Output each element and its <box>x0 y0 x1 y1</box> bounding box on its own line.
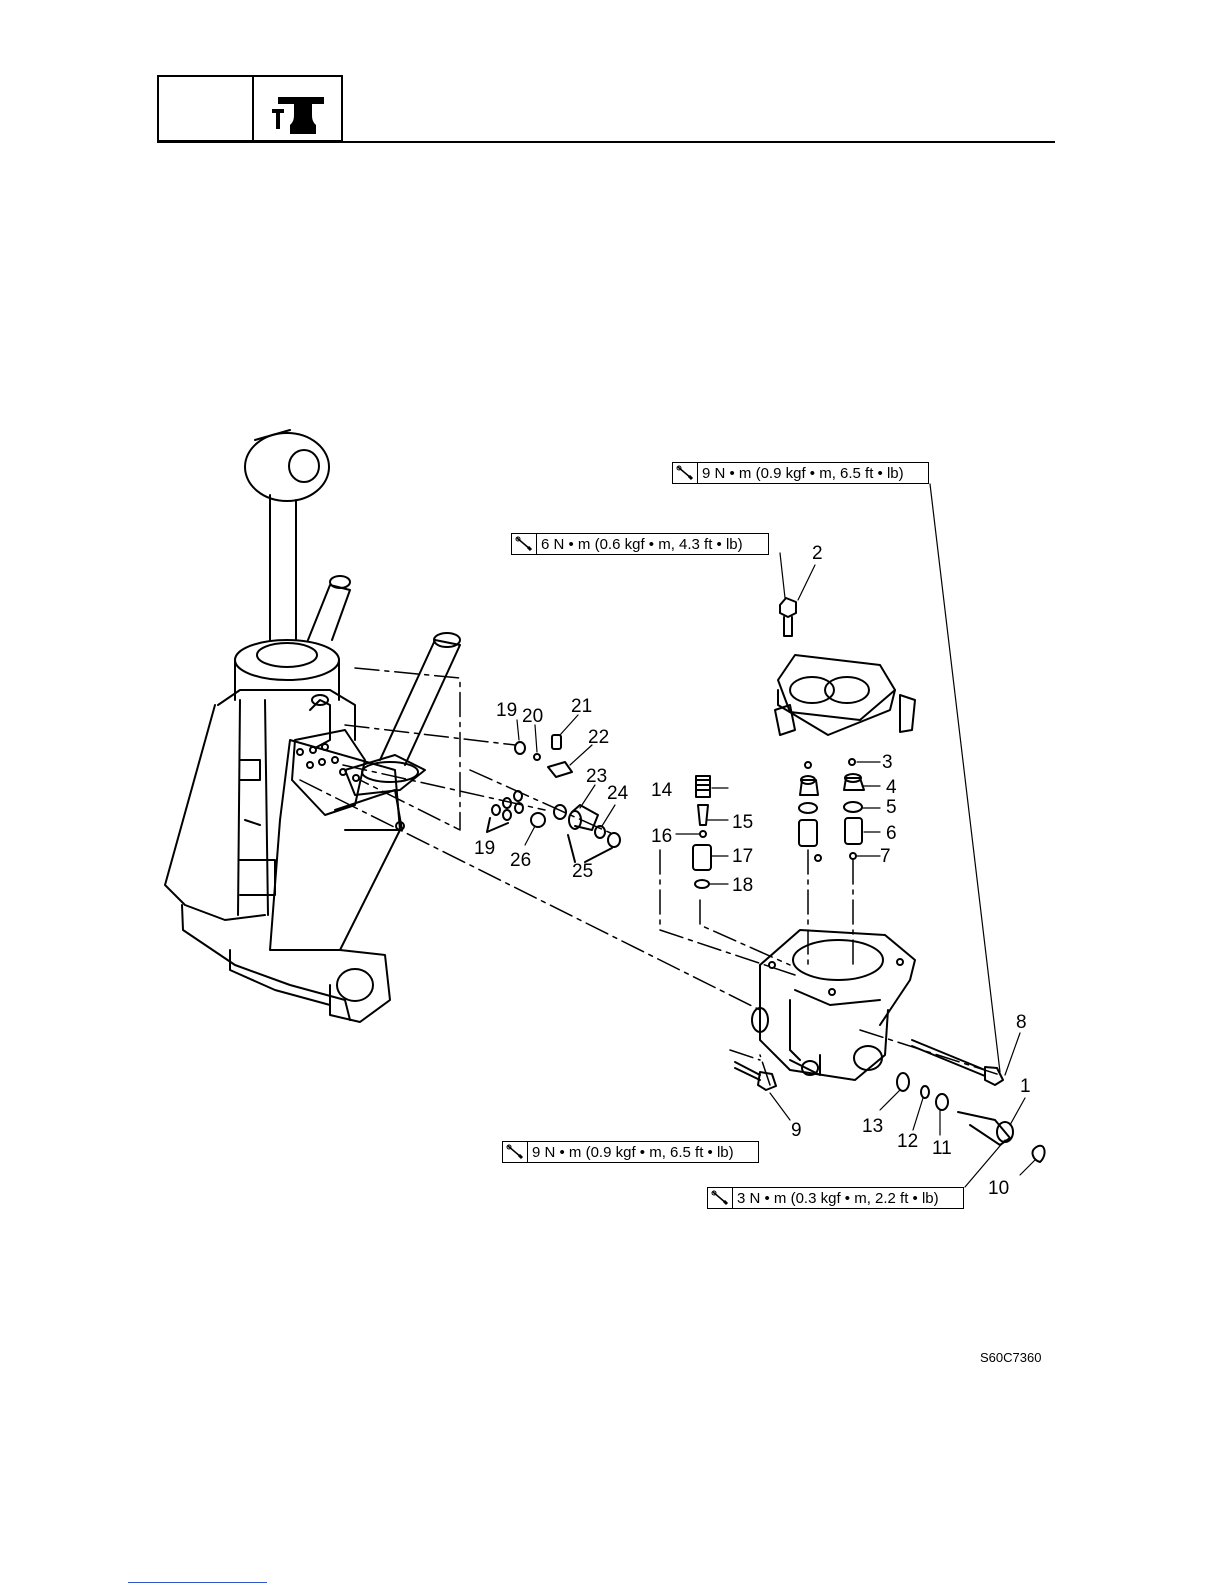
steering-bracket-illustration <box>165 633 460 1022</box>
torque-spec-text: 9 N • m (0.9 kgf • m, 6.5 ft • lb) <box>532 1144 739 1161</box>
callout-6: 6 <box>886 824 897 843</box>
leader-lines <box>517 484 1035 1187</box>
callout-25: 25 <box>572 862 593 881</box>
bolt-9 <box>735 1062 776 1090</box>
callout-1: 1 <box>1020 1077 1031 1096</box>
callout-21: 21 <box>571 697 592 716</box>
callout-14: 14 <box>651 781 672 800</box>
callout-20: 20 <box>522 707 543 726</box>
torque-spec-text: 3 N • m (0.3 kgf • m, 2.2 ft • lb) <box>737 1190 944 1207</box>
callout-19-lower: 19 <box>474 839 495 858</box>
torque-spec-text: 9 N • m (0.9 kgf • m, 6.5 ft • lb) <box>702 465 909 482</box>
shift-housing <box>752 930 915 1080</box>
callout-15: 15 <box>732 813 753 832</box>
callout-8: 8 <box>1016 1013 1027 1032</box>
callout-19-upper: 19 <box>496 701 517 720</box>
callout-4: 4 <box>886 778 897 797</box>
alignment-lines <box>300 668 1000 1085</box>
callout-17: 17 <box>732 847 753 866</box>
tiller-handle-illustration <box>245 430 350 640</box>
torque-wrench-icon <box>512 534 537 554</box>
callout-12: 12 <box>897 1132 918 1151</box>
diagram-code: S60C7360 <box>980 1350 1041 1365</box>
callout-3: 3 <box>882 753 893 772</box>
callout-9: 9 <box>791 1121 802 1140</box>
callout-5: 5 <box>886 798 897 817</box>
callout-7: 7 <box>880 847 891 866</box>
torque-spec-box-3: 9 N • m (0.9 kgf • m, 6.5 ft • lb) <box>502 1141 759 1163</box>
torque-wrench-icon <box>673 463 698 483</box>
torque-spec-box-4: 3 N • m (0.3 kgf • m, 2.2 ft • lb) <box>707 1187 964 1209</box>
footer-link-underline[interactable] <box>128 1582 267 1583</box>
torque-spec-box-2: 6 N • m (0.6 kgf • m, 4.3 ft • lb) <box>511 533 769 555</box>
long-bolt-8 <box>912 1040 1003 1085</box>
callout-13: 13 <box>862 1117 883 1136</box>
cover-plate-and-bolt <box>775 598 915 735</box>
callout-26: 26 <box>510 851 531 870</box>
callout-2: 2 <box>812 544 823 563</box>
callout-22: 22 <box>588 728 609 747</box>
torque-spec-text: 6 N • m (0.6 kgf • m, 4.3 ft • lb) <box>541 536 748 553</box>
callout-23: 23 <box>586 767 607 786</box>
torque-spec-box-1: 9 N • m (0.9 kgf • m, 6.5 ft • lb) <box>672 462 929 484</box>
torque-wrench-icon <box>503 1142 528 1162</box>
small-parts-center <box>693 776 711 888</box>
callout-18: 18 <box>732 876 753 895</box>
torque-wrench-icon <box>708 1188 733 1208</box>
small-parts-left <box>487 735 620 862</box>
callout-11: 11 <box>932 1139 952 1158</box>
callout-10: 10 <box>988 1179 1009 1198</box>
callout-16: 16 <box>651 827 672 846</box>
callout-24: 24 <box>607 784 628 803</box>
small-parts-right <box>799 759 864 861</box>
